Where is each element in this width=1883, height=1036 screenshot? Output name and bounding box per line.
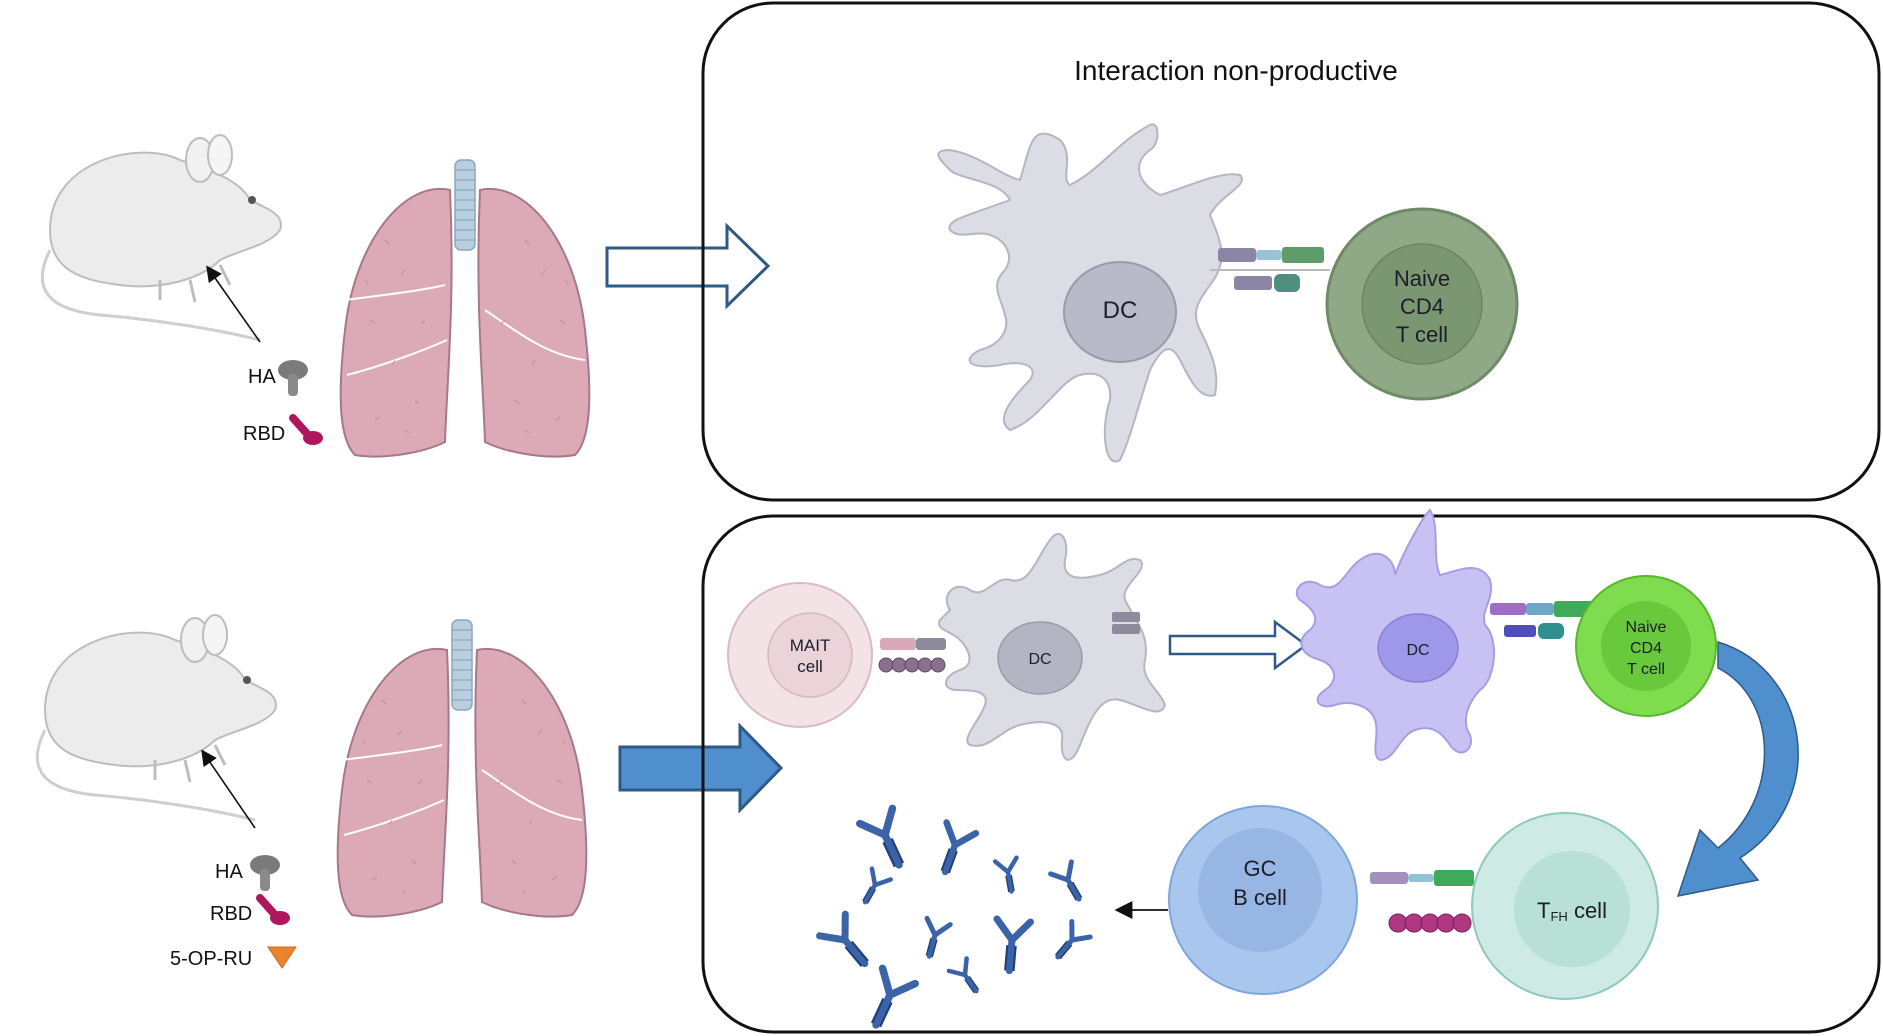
- antibody-1: [860, 808, 915, 872]
- naive-cd4-tcell-bottom: Naive CD4 T cell: [1575, 575, 1717, 717]
- naive-cd4-tcell-top: Naive CD4 T cell: [1325, 207, 1519, 401]
- antigen-label-rbd-top: RBD: [243, 423, 285, 445]
- tcell-label-top-line1: Naive: [1394, 266, 1450, 291]
- tcell-label-bottom-line1: Naive: [1626, 619, 1667, 636]
- gc-bcell: GC B cell: [1168, 805, 1358, 995]
- antibody-5: [1051, 862, 1090, 905]
- mait-dc-receptors: [878, 638, 946, 673]
- ha-antigen-icon: [278, 360, 308, 396]
- antibody-6: [820, 914, 878, 974]
- ha-antigen-icon-bottom: [250, 855, 280, 891]
- tcell-label-top-line3: T cell: [1396, 322, 1448, 347]
- 5opru-antigen-icon: [267, 946, 297, 969]
- dc1-label: DC: [1028, 651, 1051, 668]
- tcell-label-bottom-line2: CD4: [1630, 640, 1662, 657]
- dc-nucleus-top: [1063, 261, 1177, 363]
- antibody-11: [860, 968, 915, 1032]
- bcell-label-line2: B cell: [1233, 885, 1287, 910]
- antigen-label-5opru: 5-OP-RU: [170, 948, 252, 970]
- mait-label-line1: MAIT: [790, 636, 831, 655]
- mouse-bottom: [35, 613, 278, 822]
- antigen-label-rbd-bottom: RBD: [210, 903, 252, 925]
- tfh-label: TFH cell: [1537, 898, 1607, 924]
- mait-label-line2: cell: [797, 657, 823, 676]
- dc2-tcell-receptors: [1490, 601, 1594, 639]
- antibody-2: [931, 823, 976, 878]
- tfh-cell: TFH cell: [1471, 812, 1659, 1000]
- mouse-top: [40, 133, 283, 342]
- antibody-9: [1049, 922, 1091, 965]
- tcell-label-top-line2: CD4: [1400, 294, 1444, 319]
- antibody-4: [995, 858, 1022, 894]
- panel-bottom: [701, 514, 1881, 1034]
- antibody-7: [918, 918, 950, 959]
- bcell-tfh-receptors: [1370, 870, 1474, 933]
- lungs-top: [339, 159, 591, 458]
- dc-top: DC: [937, 123, 1243, 463]
- antibody-3: [856, 869, 891, 908]
- rbd-antigen-icon-bottom: [256, 894, 290, 925]
- bcell-label-line1: GC: [1244, 856, 1277, 881]
- curved-arrow: [1676, 640, 1799, 897]
- rbd-antigen-icon: [289, 414, 323, 445]
- panel-top: [701, 1, 1881, 502]
- filled-arrow-bottom: [618, 722, 784, 814]
- antibody-8: [993, 919, 1031, 972]
- hollow-arrow-top: [605, 222, 771, 310]
- antibody-cluster: [820, 808, 1091, 1032]
- receptor-pair-top: [1210, 247, 1330, 292]
- tcell-label-bottom-line3: T cell: [1627, 661, 1665, 678]
- antigen-label-ha-bottom: HA: [215, 861, 243, 883]
- antigen-label-ha-top: HA: [248, 366, 276, 388]
- dc-bottom-purple: DC: [1295, 508, 1496, 762]
- dc-bottom-grey: DC: [938, 532, 1167, 761]
- hollow-arrow-inner: [1168, 619, 1309, 671]
- administration-arrow-bottom: [201, 749, 256, 829]
- panel-title: Interaction non-productive: [1074, 55, 1398, 86]
- dc-label-top: DC: [1103, 297, 1138, 324]
- dc2-label: DC: [1406, 642, 1429, 659]
- administration-arrow-top: [206, 265, 261, 343]
- antibody-10: [949, 958, 985, 997]
- lungs-bottom: [336, 619, 588, 918]
- mait-cell: MAIT cell: [727, 582, 873, 728]
